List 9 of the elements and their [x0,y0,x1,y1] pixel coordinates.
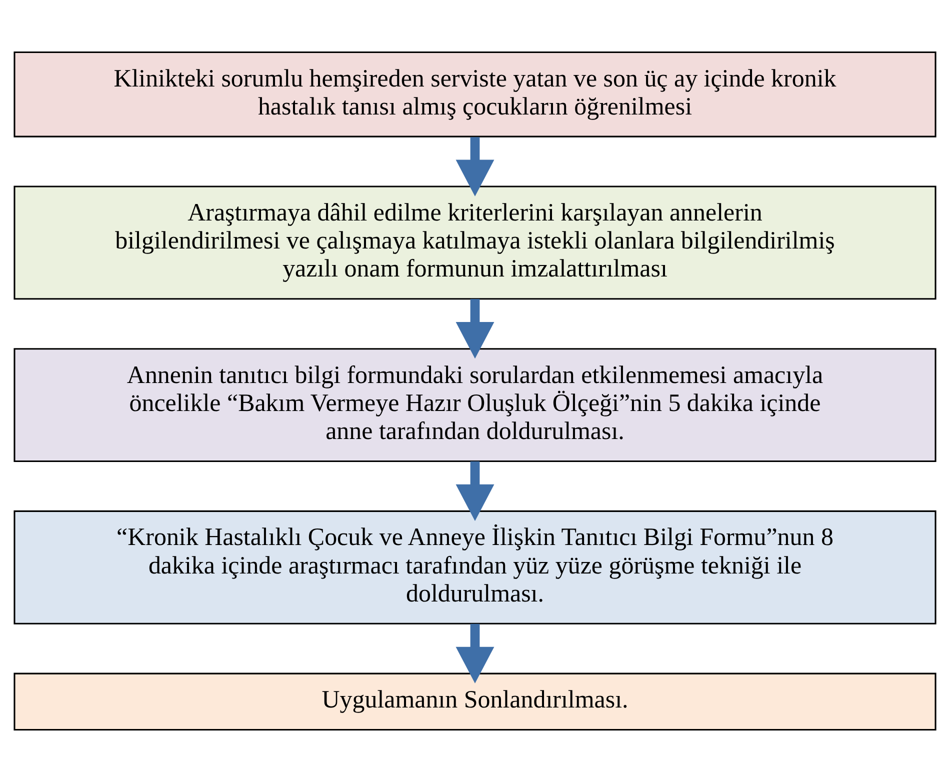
arrow [456,461,494,522]
node-box: “Kronik Hastalıklı Çocuk ve Anneye İlişkin Tanıtıcı Bilgi Formu”nun 8 dakika içinde araştırmacı tarafından yüz yüze görüşme tekniği ile doldurulması. [14,510,936,624]
node-box: Klinikteki sorumlu hemşireden serviste yatan ve son üç ay içinde kronik hastalık tanısı almış çocukların öğrenilmesi [14,51,936,138]
arrow [456,137,494,196]
arrow [456,299,494,359]
node-box: Uygulamanın Sonlandırılması. [14,672,936,731]
arrow [456,624,494,684]
node-box: Annenin tanıtıcı bilgi formundaki sorulardan etkilenmemesi amacıyla öncelikle “Bakım Vermeye Hazır Oluşluk Ölçeği”nin 5 dakika içinde anne tarafından doldurulması. [14,348,936,462]
node-box: Araştırmaya dâhil edilme kriterlerini karşılayan annelerin bilgilendirilmesi ve çalışmaya katılmaya istekli olanlara bilgilendirilmiş yazılı onam formunun imzalattırılması [14,186,936,300]
